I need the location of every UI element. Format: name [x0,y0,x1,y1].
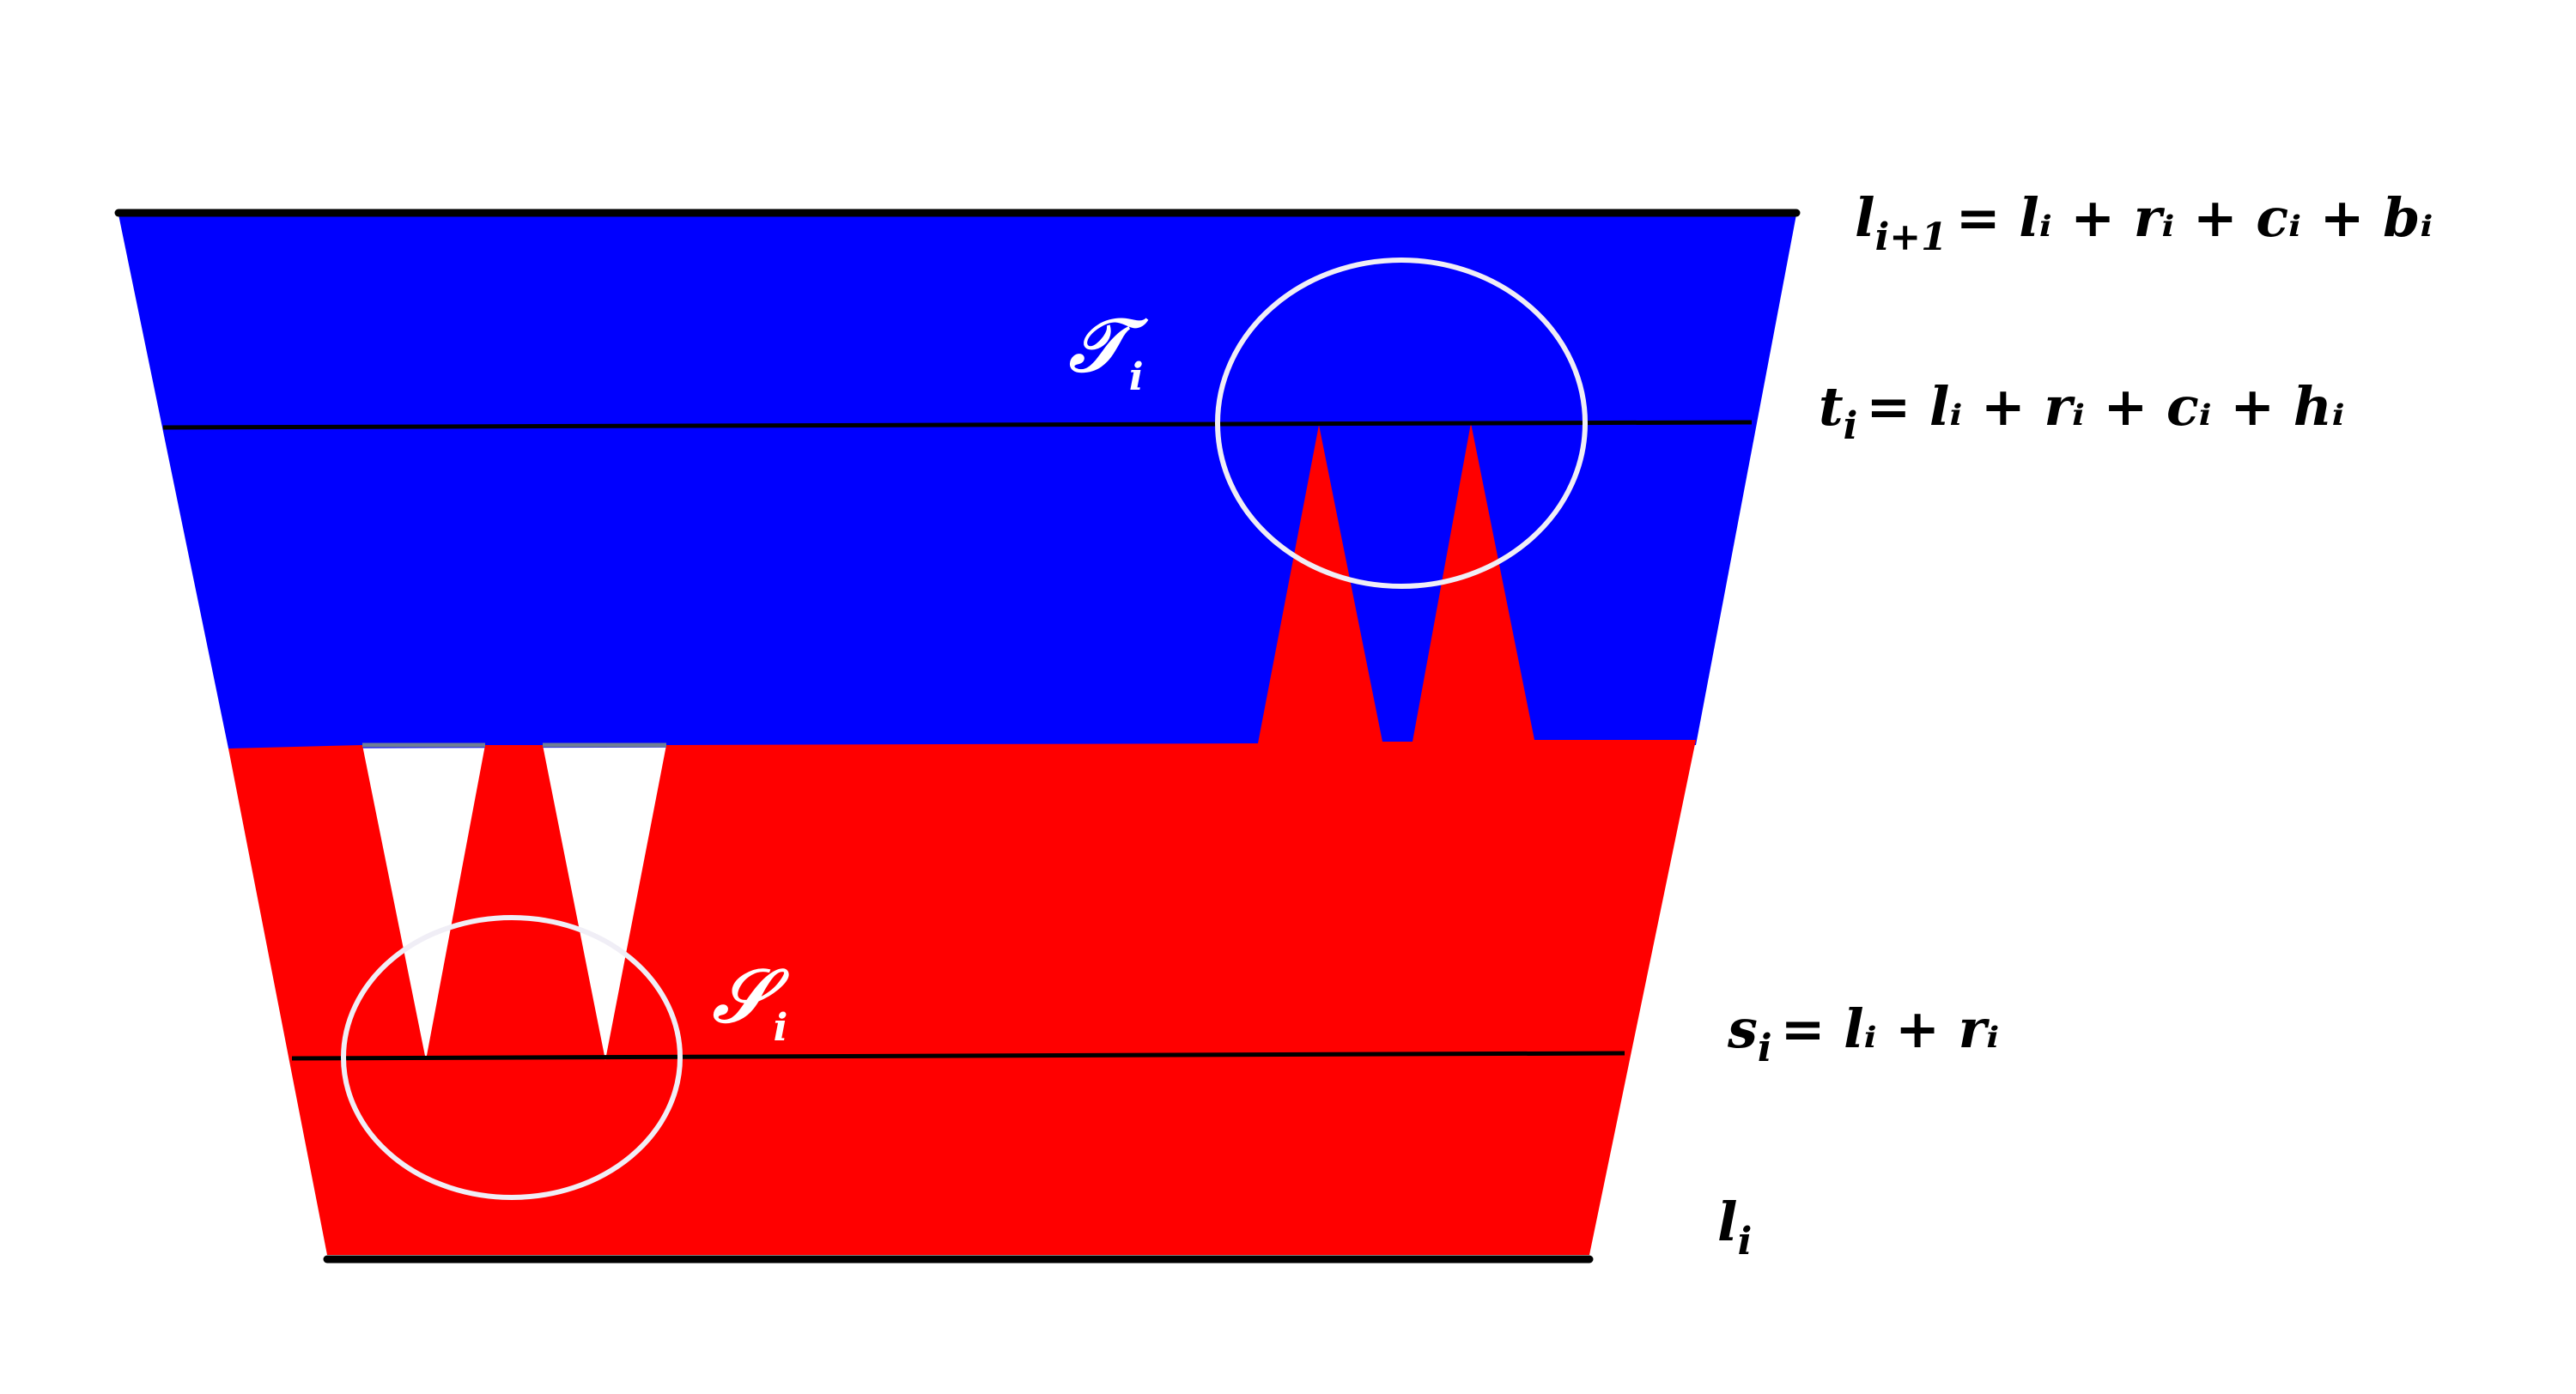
label-bottom-level: li [1717,1191,1752,1264]
t-circle [1215,258,1588,589]
label-t-level: ti= lᵢ + rᵢ + cᵢ + hᵢ [1819,375,2345,448]
label-top-level: li+1= lᵢ + rᵢ + cᵢ + bᵢ [1855,186,2433,259]
s-circle [341,915,683,1200]
label-s-level: si= lᵢ + rᵢ [1727,997,1999,1070]
lower-region [228,423,1696,1255]
t-level-line [162,420,1753,430]
s-level-line [291,1051,1625,1061]
upper-region [118,215,1796,749]
